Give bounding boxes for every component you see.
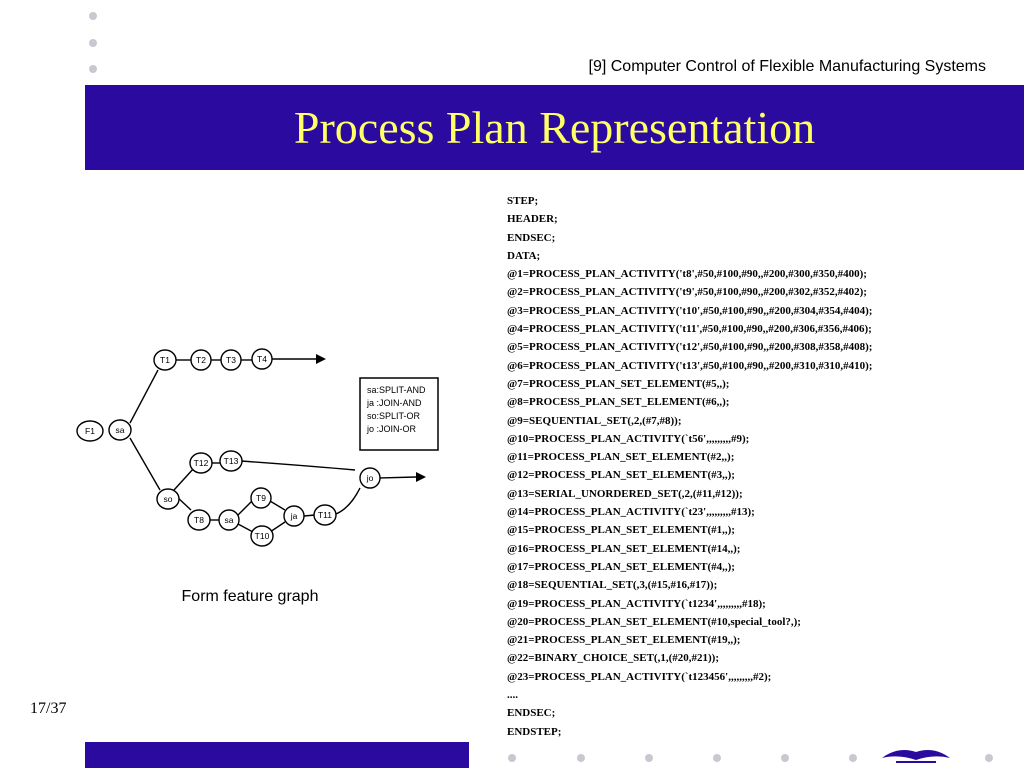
code-line: @16=PROCESS_PLAN_SET_ELEMENT(#14,,);: [507, 542, 741, 555]
code-line: @6=PROCESS_PLAN_ACTIVITY('t13',#50,#100,…: [507, 359, 873, 372]
graph-node: sa: [116, 425, 125, 435]
page-number: 17/37: [30, 700, 67, 717]
footer-bar: [85, 742, 469, 768]
bullet-dot: [89, 12, 97, 20]
form-feature-graph: sa:SPLIT-AND ja :JOIN-AND so:SPLIT-OR jo…: [76, 348, 439, 547]
code-line: ENDSTEP;: [507, 725, 562, 738]
code-line: @13=SERIAL_UNORDERED_SET(,2,(#11,#12));: [507, 487, 743, 500]
code-line: @15=PROCESS_PLAN_SET_ELEMENT(#1,,);: [507, 524, 735, 537]
graph-node: T10: [255, 531, 270, 541]
code-line: DATA;: [507, 249, 541, 262]
code-line: @21=PROCESS_PLAN_SET_ELEMENT(#19,,);: [507, 634, 741, 647]
code-line: HEADER;: [507, 213, 558, 226]
graph-node: ja: [290, 511, 298, 521]
graph-node: F1: [85, 426, 95, 436]
code-line: @3=PROCESS_PLAN_ACTIVITY('t10',#50,#100,…: [507, 304, 873, 317]
logo-icon: [882, 750, 950, 763]
bullet-dot: [508, 754, 516, 762]
graph-node: T1: [160, 355, 170, 365]
code-line: @9=SEQUENTIAL_SET(,2,(#7,#8));: [507, 414, 682, 427]
graph-node: T4: [257, 354, 267, 364]
graph-node: T2: [196, 355, 206, 365]
code-line: @5=PROCESS_PLAN_ACTIVITY('t12',#50,#100,…: [507, 341, 873, 354]
code-line: @22=BINARY_CHOICE_SET(,1,(#20,#21));: [507, 652, 719, 665]
code-line: ....: [507, 689, 518, 702]
bullet-dot: [89, 39, 97, 47]
graph-node: T12: [194, 458, 209, 468]
legend-item: jo :JOIN-OR: [366, 424, 417, 434]
code-line: @19=PROCESS_PLAN_ACTIVITY(`t1234',,,,,,,…: [507, 597, 766, 610]
code-line: ENDSEC;: [507, 707, 556, 720]
code-line: @23=PROCESS_PLAN_ACTIVITY(`t123456',,,,,…: [507, 670, 772, 683]
graph-node: T9: [256, 493, 266, 503]
bullet-dot: [645, 754, 653, 762]
legend-item: sa:SPLIT-AND: [367, 385, 426, 395]
bullet-dot: [985, 754, 993, 762]
step-code-listing: STEP; HEADER; ENDSEC; DATA; @1=PROCESS_PLAN_…: [507, 192, 872, 741]
code-line: @1=PROCESS_PLAN_ACTIVITY('t8',#50,#100,#…: [507, 268, 867, 281]
graph-caption: Form feature graph: [181, 588, 319, 605]
graph-node: jo: [366, 473, 374, 483]
graph-node: T3: [226, 355, 236, 365]
code-line: @10=PROCESS_PLAN_ACTIVITY(`t56',,,,,,,,,…: [507, 432, 750, 445]
title-bar: Process Plan Representation: [85, 85, 1024, 170]
code-line: @2=PROCESS_PLAN_ACTIVITY('t9',#50,#100,#…: [507, 286, 867, 299]
bullet-dot: [713, 754, 721, 762]
graph-node: sa: [225, 515, 234, 525]
code-line: @14=PROCESS_PLAN_ACTIVITY(`t23',,,,,,,,,…: [507, 506, 755, 519]
code-line: @17=PROCESS_PLAN_SET_ELEMENT(#4,,);: [507, 560, 735, 573]
code-line: @7=PROCESS_PLAN_SET_ELEMENT(#5,,);: [507, 377, 730, 390]
graph-node: T8: [194, 515, 204, 525]
code-line: @8=PROCESS_PLAN_SET_ELEMENT(#6,,);: [507, 396, 730, 409]
bullet-dot: [89, 65, 97, 73]
code-line: @18=SEQUENTIAL_SET(,3,(#15,#16,#17));: [507, 579, 718, 592]
bullet-dot: [781, 754, 789, 762]
bullet-dot: [849, 754, 857, 762]
code-line: ENDSEC;: [507, 231, 556, 244]
legend-item: so:SPLIT-OR: [367, 411, 421, 421]
slide-title: Process Plan Representation: [293, 102, 816, 153]
code-line: STEP;: [507, 195, 539, 207]
code-line: @11=PROCESS_PLAN_SET_ELEMENT(#2,,);: [507, 451, 735, 464]
code-line: @12=PROCESS_PLAN_SET_ELEMENT(#3,,);: [507, 469, 735, 482]
graph-node: so: [164, 494, 173, 504]
legend-item: ja :JOIN-AND: [366, 398, 422, 408]
graph-node: T13: [224, 456, 239, 466]
source-reference: [9] Computer Control of Flexible Manufac…: [588, 58, 987, 75]
code-line: @4=PROCESS_PLAN_ACTIVITY('t11',#50,#100,…: [507, 323, 872, 336]
code-line: @20=PROCESS_PLAN_SET_ELEMENT(#10,special…: [507, 615, 801, 628]
graph-node: T11: [318, 510, 332, 520]
bullet-dot: [577, 754, 585, 762]
